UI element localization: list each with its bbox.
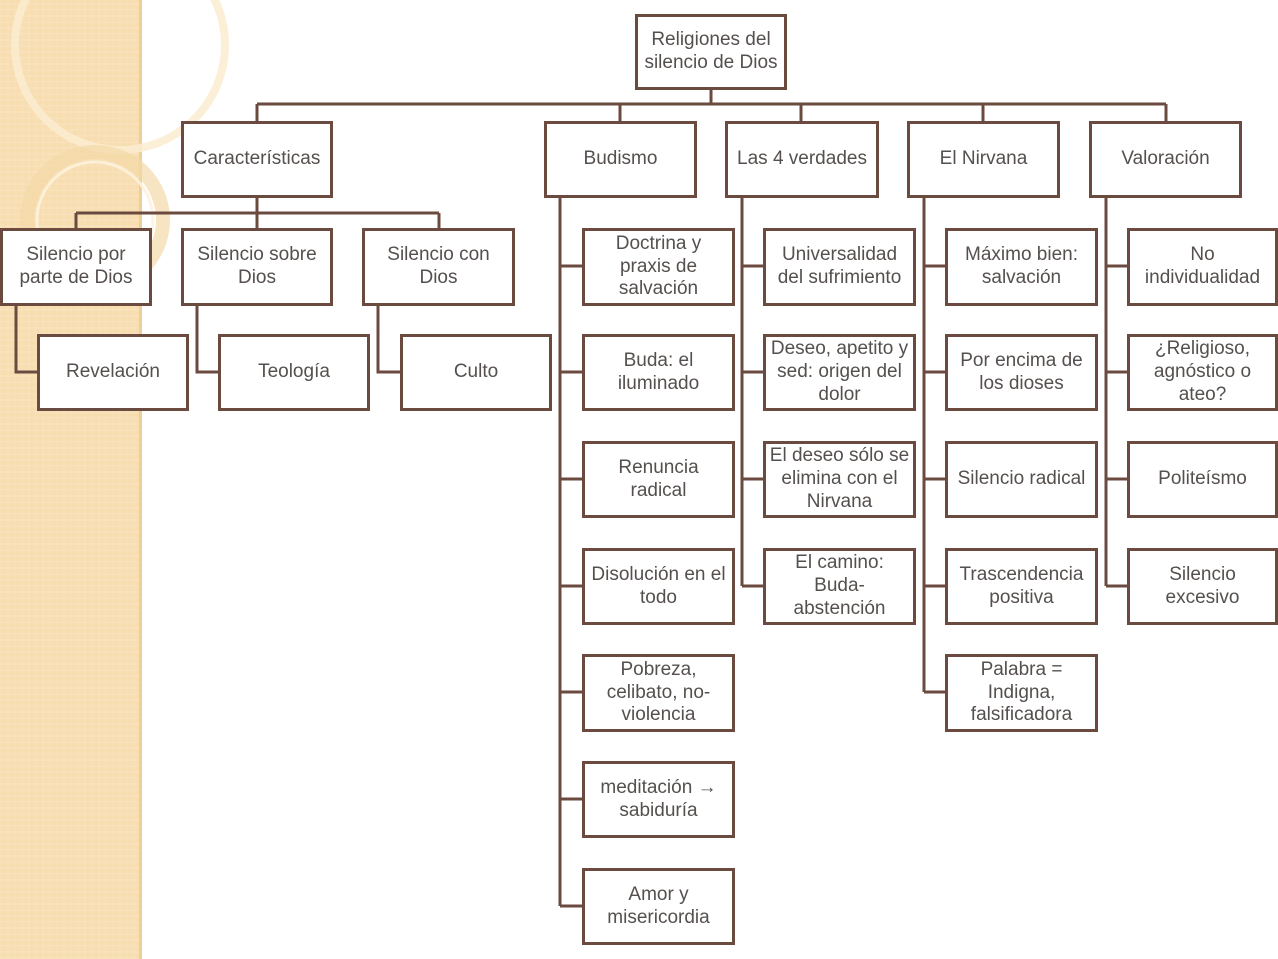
- node-valoracion-item: ¿Religioso, agnóstico o ateo?: [1127, 334, 1278, 411]
- node-verdades-item: Deseo, apetito y sed: origen del dolor: [763, 334, 916, 411]
- node-label: Palabra = Indigna, falsificadora: [970, 658, 1073, 726]
- connector-valoracion: [1104, 197, 1128, 588]
- node-label: Politeísmo: [1158, 468, 1247, 490]
- node-label: Por encima de los dioses: [960, 349, 1083, 394]
- node-valoracion-item: Silencio excesivo: [1127, 548, 1278, 625]
- node-verdades-item: El deseo sólo se elimina con el Nirvana: [763, 441, 916, 518]
- node-silencio-por-parte: Silencio por parte de Dios: [0, 228, 152, 306]
- node-nirvana-item: Palabra = Indigna, falsificadora: [945, 654, 1098, 732]
- node-label: Silencio radical: [957, 468, 1086, 490]
- node-label: Silencio con Dios: [387, 244, 490, 288]
- node-label: Silencio por parte de Dios: [19, 244, 133, 288]
- node-budismo-item: Pobreza, celibato, no-violencia: [582, 654, 735, 732]
- branch-nirvana: El Nirvana: [907, 121, 1060, 198]
- node-label: Universalidad del sufrimiento: [777, 244, 902, 288]
- connector-verdades: [740, 197, 764, 588]
- node-label: Buda: el iluminado: [617, 349, 700, 394]
- node-silencio-sobre: Silencio sobre Dios: [181, 228, 333, 306]
- node-teologia: Teología: [218, 334, 370, 411]
- node-budismo-item: Renuncia radical: [582, 441, 735, 518]
- node-label: Deseo, apetito y sed: origen del dolor: [770, 338, 909, 405]
- root-node: Religiones del silencio de Dios: [635, 14, 787, 90]
- node-verdades-item: Universalidad del sufrimiento: [763, 228, 916, 306]
- node-budismo-item: Doctrina y praxis de salvación: [582, 228, 735, 306]
- node-label: ¿Religioso, agnóstico o ateo?: [1153, 338, 1252, 405]
- node-label: No individualidad: [1144, 244, 1261, 288]
- node-label: Renuncia radical: [618, 456, 699, 501]
- node-culto: Culto: [400, 334, 552, 411]
- branch-label: Valoración: [1121, 148, 1210, 170]
- node-label: Amor y misericordia: [607, 883, 710, 928]
- branch-label: El Nirvana: [939, 148, 1028, 170]
- node-silencio-con: Silencio con Dios: [362, 228, 515, 306]
- node-valoracion-item: No individualidad: [1127, 228, 1278, 306]
- node-label: El camino: Buda-abstención: [793, 552, 886, 619]
- root-node-label: Religiones del silencio de Dios: [644, 29, 778, 73]
- node-label: Silencio sobre Dios: [197, 244, 317, 288]
- node-verdades-item: El camino: Buda-abstención: [763, 548, 916, 625]
- node-budismo-item: Buda: el iluminado: [582, 334, 735, 411]
- connector-silencio-children: [14, 305, 401, 374]
- connector-caracteristicas: [74, 197, 441, 229]
- node-nirvana-item: Por encima de los dioses: [945, 334, 1098, 411]
- node-revelacion: Revelación: [37, 334, 189, 411]
- node-budismo-item: Disolución en el todo: [582, 548, 735, 625]
- node-label: Trascendencia positiva: [959, 563, 1084, 608]
- node-budismo-item: meditación → sabiduría: [582, 761, 735, 838]
- node-nirvana-item: Trascendencia positiva: [945, 548, 1098, 625]
- branch-caracteristicas: Características: [181, 121, 333, 198]
- node-label: Culto: [453, 361, 499, 383]
- branch-budismo: Budismo: [544, 121, 697, 198]
- branch-label: Budismo: [583, 148, 658, 170]
- node-valoracion-item: Politeísmo: [1127, 441, 1278, 518]
- connector-root-bus: [255, 88, 1168, 122]
- branch-label: Las 4 verdades: [737, 148, 867, 170]
- connector-nirvana: [922, 197, 946, 694]
- node-label: Pobreza, celibato, no-violencia: [606, 658, 711, 726]
- node-label: Silencio excesivo: [1165, 563, 1240, 608]
- connector-budismo: [558, 197, 583, 908]
- node-label: Revelación: [66, 361, 160, 383]
- node-label: El deseo sólo se elimina con el Nirvana: [769, 445, 910, 512]
- branch-4-verdades: Las 4 verdades: [725, 121, 879, 198]
- node-label: Disolución en el todo: [591, 563, 726, 608]
- node-label: Máximo bien: salvación: [965, 244, 1078, 288]
- node-label: Doctrina y praxis de salvación: [615, 232, 702, 300]
- node-budismo-item: Amor y misericordia: [582, 868, 735, 945]
- node-nirvana-item: Silencio radical: [945, 441, 1098, 518]
- node-nirvana-item: Máximo bien: salvación: [945, 228, 1098, 306]
- branch-valoracion: Valoración: [1089, 121, 1242, 198]
- side-panel-edge: [139, 0, 142, 959]
- node-label: Teología: [258, 361, 330, 383]
- branch-label: Características: [193, 148, 321, 170]
- node-label: meditación → sabiduría: [600, 776, 717, 821]
